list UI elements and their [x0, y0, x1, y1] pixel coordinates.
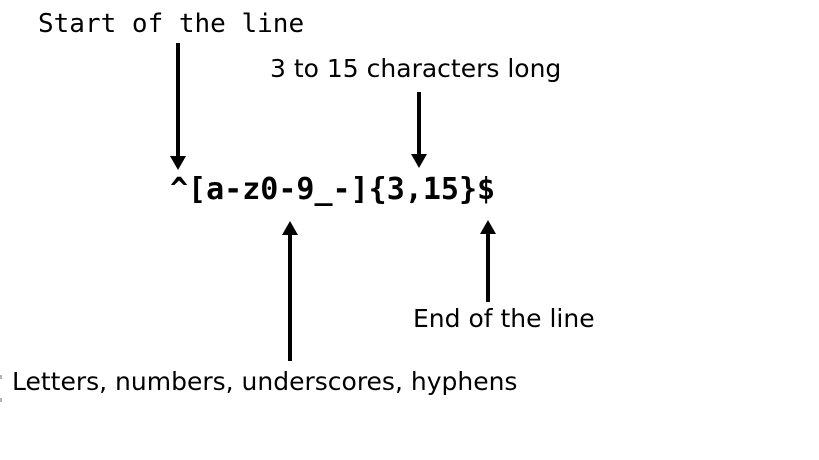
arrowhead-down-icon	[411, 154, 427, 168]
arrow-shaft	[417, 92, 421, 154]
length-label: 3 to 15 characters long	[270, 54, 562, 83]
arrow-shaft	[288, 235, 292, 361]
start-of-line-label: Start of the line	[38, 9, 305, 39]
end-of-line-label: End of the line	[413, 304, 595, 333]
arrowhead-up-icon	[480, 220, 496, 234]
regex-pattern-text: ^[a-z0-9_-]{3,15}$	[170, 172, 496, 207]
arrowhead-up-icon	[282, 221, 298, 235]
arrowhead-down-icon	[170, 156, 186, 170]
left-edge-artifact	[0, 375, 2, 379]
arrow-end-to-dollar	[480, 220, 496, 302]
arrow-charclass-to-class	[282, 221, 298, 361]
charclass-label: Letters, numbers, underscores, hyphens	[12, 367, 518, 396]
left-edge-artifact	[0, 398, 2, 402]
arrow-shaft	[176, 43, 180, 156]
arrow-start-to-caret	[170, 43, 186, 170]
arrow-shaft	[486, 234, 490, 302]
arrow-length-to-quantifier	[411, 92, 427, 168]
